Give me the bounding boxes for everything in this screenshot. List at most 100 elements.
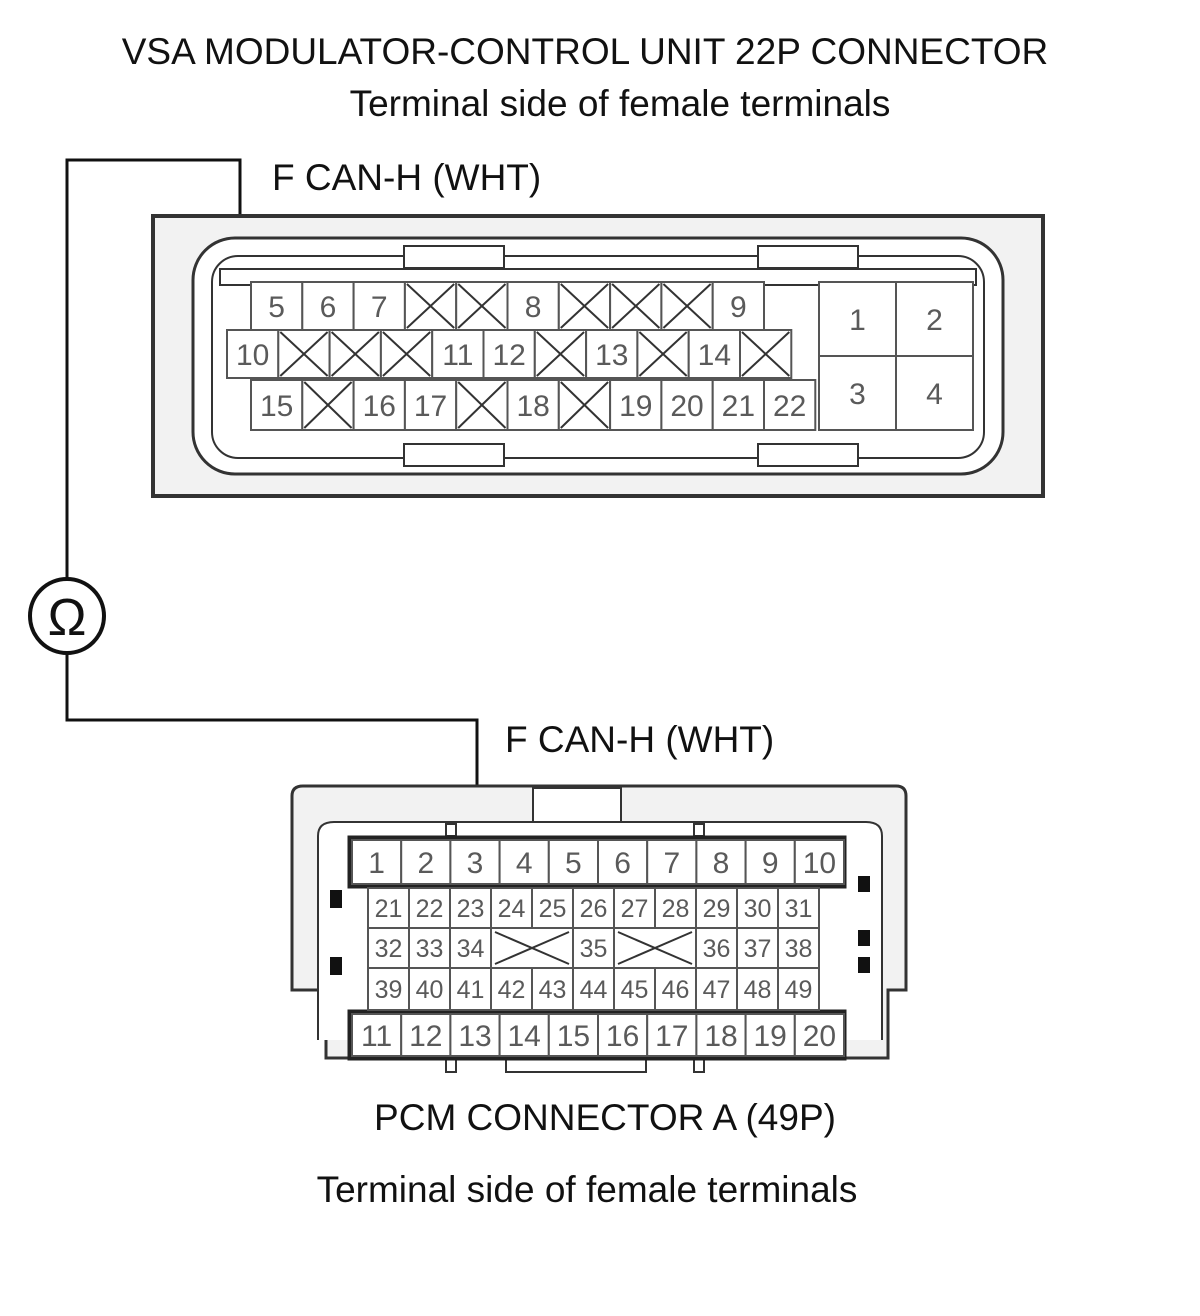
pcm-pin-37: 37 <box>736 927 779 969</box>
pcm-pin-label: 32 <box>375 935 403 963</box>
vsa-pin-19: 19 <box>609 379 663 431</box>
pcm-pin-label: 4 <box>516 847 533 880</box>
vsa-pin-label: 3 <box>849 378 866 411</box>
pcm-pin-26: 26 <box>572 887 615 929</box>
vsa-pin-label: 5 <box>268 291 285 324</box>
pcm-pin-3: 3 <box>449 839 501 885</box>
vsa-pin-21: 21 <box>711 379 766 431</box>
pcm-pin-31: 31 <box>777 887 820 929</box>
pcm-connector-title: PCM CONNECTOR A (49P) <box>374 1097 836 1138</box>
blank-cavity-cross <box>617 931 693 965</box>
pcm-pin-label: 44 <box>580 976 608 1004</box>
pcm-latch-marks <box>330 876 870 975</box>
pcm-pin-label: 36 <box>703 935 731 963</box>
blank-cavity <box>277 329 331 379</box>
vsa-pin-label: 16 <box>363 390 396 423</box>
vsa-pin-label: 9 <box>730 291 747 324</box>
pcm-pin-48: 48 <box>736 967 779 1011</box>
blank-cavity <box>609 281 663 331</box>
pcm-pin-label: 24 <box>498 895 526 923</box>
pcm-pin-label: 33 <box>416 935 444 963</box>
pcm-pin-label: 34 <box>457 935 485 963</box>
pcm-pin-34: 34 <box>449 927 492 969</box>
vsa-pin-label: 6 <box>320 291 337 324</box>
pcm-pin-46: 46 <box>654 967 697 1011</box>
pcm-pin-label: 19 <box>754 1020 787 1053</box>
pcm-pin-label: 21 <box>375 895 403 923</box>
vsa-pin-20: 20 <box>660 379 714 431</box>
vsa-pin-label: 19 <box>619 390 652 423</box>
vsa-pin-label: 11 <box>442 339 473 372</box>
pcm-pin-27: 27 <box>613 887 656 929</box>
pcm-pin-8: 8 <box>695 839 747 885</box>
vsa-pin-5: 5 <box>250 281 304 331</box>
vsa-pin-label: 13 <box>595 339 628 372</box>
pcm-pin-label: 14 <box>508 1020 541 1053</box>
vsa-pin-label: 18 <box>516 390 549 423</box>
pcm-pin-label: 27 <box>621 895 649 923</box>
pcm-pin-label: 35 <box>580 935 608 963</box>
pcm-pin-label: 20 <box>803 1020 836 1053</box>
vsa-pin-10: 10 <box>226 329 280 379</box>
pcm-pin-29: 29 <box>695 887 738 929</box>
vsa-pin-label: 2 <box>926 304 943 337</box>
pcm-pin-label: 37 <box>744 935 772 963</box>
pcm-pin-label: 49 <box>785 976 813 1004</box>
pcm-pin-label: 28 <box>662 895 690 923</box>
vsa-pin-6: 6 <box>301 281 355 331</box>
pcm-pin-9: 9 <box>744 839 796 885</box>
vsa-pin-label: 10 <box>236 339 269 372</box>
pcm-pin-19: 19 <box>744 1013 796 1057</box>
pcm-pin-label: 18 <box>704 1020 737 1053</box>
blank-cavity <box>328 329 382 379</box>
vsa-pin-17: 17 <box>403 379 458 431</box>
pcm-pin-label: 38 <box>785 935 813 963</box>
vsa-pin-9: 9 <box>711 281 766 331</box>
pcm-pin-20: 20 <box>793 1013 845 1057</box>
pcm-pin-label: 10 <box>803 847 836 880</box>
pcm-pin-25: 25 <box>531 887 574 929</box>
blank-cavity <box>403 281 458 331</box>
vsa-pin-8: 8 <box>506 281 560 331</box>
pcm-pin-2: 2 <box>400 839 452 885</box>
pcm-pin-41: 41 <box>449 967 492 1011</box>
vsa-pin-label: 1 <box>849 304 866 337</box>
pcm-pin-40: 40 <box>408 967 451 1011</box>
pcm-pin-label: 15 <box>557 1020 590 1053</box>
pcm-pin-15: 15 <box>547 1013 599 1057</box>
pcm-pin-43: 43 <box>531 967 574 1011</box>
pcm-pin-label: 48 <box>744 976 772 1004</box>
pcm-pin-label: 2 <box>417 847 434 880</box>
pcm-pin-label: 17 <box>655 1020 688 1053</box>
blank-cavity <box>636 329 690 379</box>
vsa-pin-label: 4 <box>926 378 943 411</box>
pcm-pin-14: 14 <box>498 1013 550 1057</box>
vsa-pin-label: 20 <box>670 390 703 423</box>
vsa-pin-1: 1 <box>818 281 897 357</box>
pcm-pin-24: 24 <box>490 887 533 929</box>
vsa-pin-label: 12 <box>492 339 525 372</box>
pcm-pin-label: 45 <box>621 976 649 1004</box>
pcm-pin-33: 33 <box>408 927 451 969</box>
ohm-symbol: Ω <box>48 589 87 647</box>
blank-cavity <box>739 329 793 379</box>
vsa-pin-16: 16 <box>352 379 406 431</box>
blank-cavity <box>557 281 612 331</box>
pcm-pin-42: 42 <box>490 967 533 1011</box>
pcm-pin-label: 13 <box>458 1020 491 1053</box>
pcm-pin-10: 10 <box>793 839 845 885</box>
vsa-pin-label: 17 <box>414 390 447 423</box>
pcm-pin-12: 12 <box>400 1013 452 1057</box>
pcm-pin-label: 1 <box>368 847 385 880</box>
pcm-pin-44: 44 <box>572 967 615 1011</box>
vsa-pin-15: 15 <box>250 379 304 431</box>
pcm-pin-label: 41 <box>457 976 485 1004</box>
pcm-probe-label: F CAN-H (WHT) <box>505 719 774 760</box>
pcm-pin-35: 35 <box>572 927 615 969</box>
vsa-pin-22: 22 <box>763 379 817 431</box>
pcm-pin-label: 31 <box>785 895 813 923</box>
pcm-pin-7: 7 <box>646 839 698 885</box>
vsa-connector-subtitle: Terminal side of female terminals <box>350 83 891 124</box>
